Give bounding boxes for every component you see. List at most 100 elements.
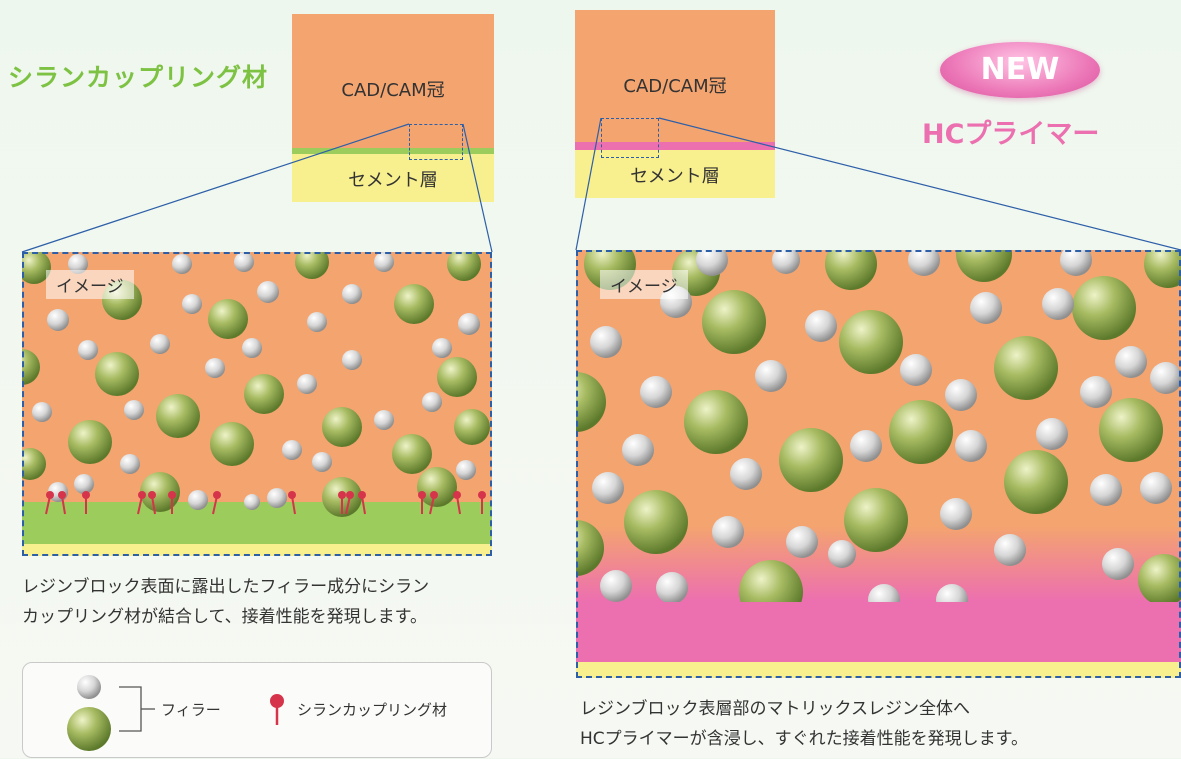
small-filler-particle — [970, 292, 1002, 324]
large-filler-particle — [447, 252, 481, 281]
small-filler-particle — [182, 294, 202, 314]
small-filler-particle — [257, 281, 279, 303]
large-filler-particle — [844, 488, 908, 552]
small-filler-particle — [297, 374, 317, 394]
small-filler-particle — [244, 494, 260, 510]
silane-pin-stem — [137, 495, 143, 515]
small-filler-particle — [47, 309, 69, 331]
large-filler-particle — [95, 352, 139, 396]
silane-pin-head — [168, 491, 176, 499]
right-cement-label: セメント層 — [630, 166, 720, 187]
small-filler-particle — [74, 474, 94, 494]
large-filler-particle — [22, 349, 40, 385]
small-filler-particle — [590, 326, 622, 358]
large-filler-particle — [839, 310, 903, 374]
small-filler-particle — [1140, 472, 1172, 504]
right-caption-line-2: HCプライマーが含浸し、すぐれた接着性能を発現します。 — [580, 729, 1028, 749]
silane-pin-head — [346, 491, 354, 499]
small-filler-particle — [696, 250, 728, 276]
small-filler-particle — [374, 410, 394, 430]
silane-pin-head — [288, 491, 296, 499]
silane-pin-stem — [456, 495, 461, 515]
large-filler-particle — [1072, 276, 1136, 340]
large-filler-particle — [1004, 450, 1068, 514]
large-filler-particle — [295, 252, 329, 279]
large-filler-particle — [1138, 554, 1181, 606]
silane-pin-stem — [61, 495, 66, 515]
left-particle-illustration — [22, 252, 492, 556]
left-zoom-border — [22, 252, 492, 556]
small-filler-particle — [640, 376, 672, 408]
left-caption-line-1: レジンブロック表面に露出したフィラー成分にシラン — [22, 577, 430, 597]
small-filler-particle — [312, 452, 332, 472]
small-filler-particle — [78, 340, 98, 360]
new-badge: NEW — [940, 42, 1100, 98]
small-filler-particle — [940, 498, 972, 530]
hc-primer-title: HCプライマー — [922, 119, 1100, 150]
small-filler-particle — [267, 488, 287, 508]
silane-pin-head — [418, 491, 426, 499]
large-filler-particle — [1144, 250, 1181, 288]
right-image-label: イメージ — [600, 270, 688, 299]
left-crown-block: CAD/CAM冠 — [292, 14, 494, 148]
large-filler-particle — [576, 520, 604, 576]
right-crown-label: CAD/CAM冠 — [623, 76, 727, 97]
left-cement-label: セメント層 — [348, 170, 438, 191]
small-filler-particle — [1102, 548, 1134, 580]
left-zoom-panel: イメージ — [22, 252, 492, 556]
small-filler-particle — [945, 379, 977, 411]
small-filler-particle — [1042, 288, 1074, 320]
small-filler-particle — [805, 310, 837, 342]
small-filler-particle — [772, 250, 800, 274]
silane-pin-stem — [151, 495, 156, 515]
large-filler-particle — [68, 420, 112, 464]
small-filler-particle — [656, 572, 688, 604]
small-filler-particle — [307, 312, 327, 332]
small-filler-particle — [994, 534, 1026, 566]
large-filler-particle — [825, 250, 877, 290]
large-filler-particle — [624, 490, 688, 554]
small-filler-particle — [850, 430, 882, 462]
right-zoom-border — [576, 250, 1181, 678]
large-filler-particle — [210, 422, 254, 466]
small-filler-particle — [1150, 362, 1181, 394]
small-filler-particle — [900, 354, 932, 386]
small-filler-particle — [600, 570, 632, 602]
large-filler-particle — [576, 372, 606, 432]
silane-pin-head — [46, 491, 54, 499]
small-filler-particle — [712, 516, 744, 548]
large-filler-particle — [889, 400, 953, 464]
silane-pin-stem — [345, 495, 351, 515]
right-caption-line-1: レジンブロック表層部のマトリックスレジン全体へ — [580, 699, 970, 719]
large-filler-particle — [454, 409, 490, 445]
small-filler-particle — [1115, 346, 1147, 378]
silane-pin-head — [478, 491, 486, 499]
right-cement-block: セメント層 — [575, 150, 775, 198]
large-filler-particle — [140, 472, 180, 512]
right-primer-line — [575, 142, 775, 150]
silane-pin-head — [148, 491, 156, 499]
small-filler-particle — [955, 430, 987, 462]
silane-pin-stem — [45, 495, 51, 515]
small-filler-particle — [242, 338, 262, 358]
small-filler-particle — [234, 252, 254, 272]
small-filler-particle — [422, 392, 442, 412]
large-filler-particle — [22, 252, 51, 284]
small-filler-particle — [120, 454, 140, 474]
small-filler-particle — [828, 540, 856, 568]
left-crown-label: CAD/CAM冠 — [341, 80, 445, 101]
large-filler-particle — [417, 467, 457, 507]
small-filler-particle — [68, 254, 88, 274]
right-caption: レジンブロック表層部のマトリックスレジン全体へ HCプライマーが含浸し、すぐれた… — [580, 694, 1180, 754]
large-filler-particle — [702, 290, 766, 354]
small-filler-particle — [32, 402, 52, 422]
silane-pin-head — [358, 491, 366, 499]
large-filler-particle — [322, 407, 362, 447]
legend-filler-label: フィラー — [161, 701, 221, 719]
left-cement-block: セメント層 — [292, 154, 494, 202]
silane-pin-head — [58, 491, 66, 499]
small-filler-particle — [342, 350, 362, 370]
large-filler-particle — [684, 390, 748, 454]
small-filler-particle — [150, 334, 170, 354]
